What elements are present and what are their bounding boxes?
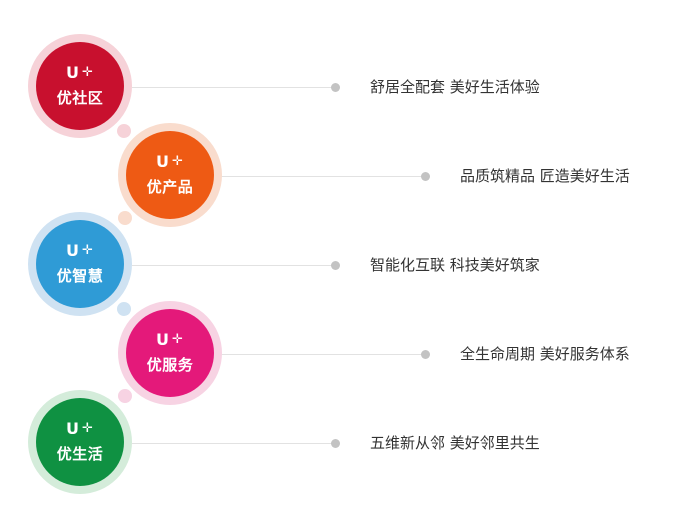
logo-spark: ✛ <box>82 421 94 436</box>
brand-label: 优智慧 <box>56 267 104 285</box>
connector-dot <box>331 439 340 448</box>
u-plus-logo-icon: U✛ <box>66 420 94 438</box>
connector-dot <box>421 350 430 359</box>
logo-spark: ✛ <box>172 154 184 169</box>
logo-letter: U <box>66 63 81 82</box>
connector-dot <box>421 172 430 181</box>
logo-letter: U <box>156 152 171 171</box>
connector-dot <box>331 261 340 270</box>
connector-line <box>132 87 338 88</box>
logo-spark: ✛ <box>82 65 94 80</box>
u-plus-logo-icon: U✛ <box>66 242 94 260</box>
brand-bubble-product: U✛ 优产品 <box>126 131 214 219</box>
bubble-tail <box>118 389 132 403</box>
feature-row-smart: U✛ 优智慧 智能化互联 科技美好筑家 <box>0 208 679 316</box>
logo-letter: U <box>66 241 81 260</box>
brand-label: 优产品 <box>146 178 194 196</box>
logo-spark: ✛ <box>82 243 94 258</box>
logo-spark: ✛ <box>172 332 184 347</box>
slogan-text: 全生命周期 美好服务体系 <box>460 345 630 363</box>
slogan-text: 品质筑精品 匠造美好生活 <box>460 167 630 185</box>
bubble-tail <box>118 211 132 225</box>
connector-line <box>132 265 338 266</box>
logo-letter: U <box>156 330 171 349</box>
brand-bubble-service: U✛ 优服务 <box>126 309 214 397</box>
feature-row-product: U✛ 优产品 品质筑精品 匠造美好生活 <box>0 119 679 227</box>
slogan-text: 智能化互联 科技美好筑家 <box>370 256 540 274</box>
u-plus-logo-icon: U✛ <box>156 331 184 349</box>
feature-row-community: U✛ 优社区 舒居全配套 美好生活体验 <box>0 30 679 138</box>
slogan-text: 舒居全配套 美好生活体验 <box>370 78 540 96</box>
bubble-tail <box>117 302 131 316</box>
u-plus-logo-icon: U✛ <box>66 64 94 82</box>
brand-bubble-life: U✛ 优生活 <box>36 398 124 486</box>
bubble-tail <box>117 124 131 138</box>
connector-line <box>220 176 428 177</box>
connector-line <box>132 443 338 444</box>
brand-label: 优生活 <box>56 445 104 463</box>
u-plus-logo-icon: U✛ <box>156 153 184 171</box>
logo-letter: U <box>66 419 81 438</box>
brand-label: 优社区 <box>56 89 104 107</box>
brand-bubble-community: U✛ 优社区 <box>36 42 124 130</box>
feature-row-service: U✛ 优服务 全生命周期 美好服务体系 <box>0 297 679 405</box>
brand-label: 优服务 <box>146 356 194 374</box>
feature-row-life: U✛ 优生活 五维新从邻 美好邻里共生 <box>0 386 679 494</box>
brand-bubble-smart: U✛ 优智慧 <box>36 220 124 308</box>
connector-line <box>220 354 428 355</box>
connector-dot <box>331 83 340 92</box>
slogan-text: 五维新从邻 美好邻里共生 <box>370 434 540 452</box>
